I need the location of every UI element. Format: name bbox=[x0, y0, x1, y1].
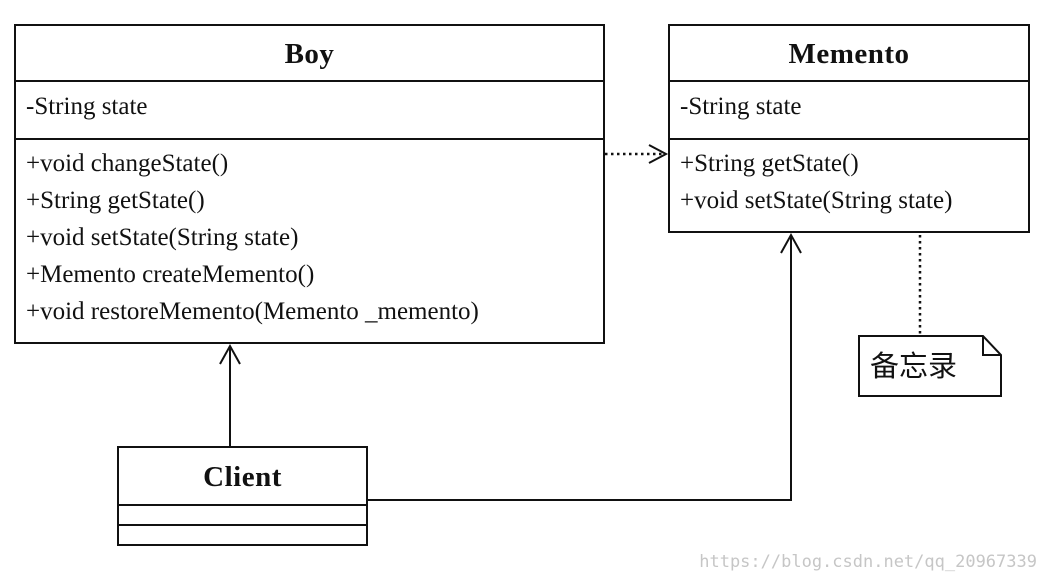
attribute-row: -String state bbox=[680, 93, 802, 120]
class-name-memento: Memento bbox=[670, 26, 1028, 82]
attribute-row: -String state bbox=[26, 93, 148, 120]
class-boy-methods: +void changeState() +String getState() +… bbox=[16, 140, 603, 330]
class-memento-attributes: -String state bbox=[670, 82, 1028, 140]
note-text: 备忘录 bbox=[870, 349, 958, 383]
class-client-attributes bbox=[119, 506, 366, 526]
class-name-boy: Boy bbox=[16, 26, 603, 82]
class-memento[interactable]: Memento -String state +String getState()… bbox=[668, 24, 1030, 233]
class-boy[interactable]: Boy -String state +void changeState() +S… bbox=[14, 24, 605, 344]
method-row: +void setState(String state) bbox=[680, 187, 953, 214]
dependency-boy-to-memento bbox=[605, 144, 669, 164]
watermark: https://blog.csdn.net/qq_20967339 bbox=[699, 552, 1037, 572]
method-row: +void setState(String state) bbox=[26, 224, 299, 251]
class-client-methods bbox=[119, 526, 366, 544]
class-name-client: Client bbox=[119, 448, 366, 506]
method-row: +void restoreMemento(Memento _memento) bbox=[26, 298, 479, 325]
class-memento-methods: +String getState() +void setState(String… bbox=[670, 140, 1028, 219]
association-client-to-boy bbox=[219, 343, 241, 446]
method-row: +void changeState() bbox=[26, 150, 229, 177]
method-row: +Memento createMemento() bbox=[26, 261, 315, 288]
method-row: +String getState() bbox=[680, 150, 859, 177]
class-boy-attributes: -String state bbox=[16, 82, 603, 140]
class-client[interactable]: Client bbox=[117, 446, 368, 546]
note[interactable]: 备忘录 bbox=[858, 335, 1002, 397]
method-row: +String getState() bbox=[26, 187, 205, 214]
